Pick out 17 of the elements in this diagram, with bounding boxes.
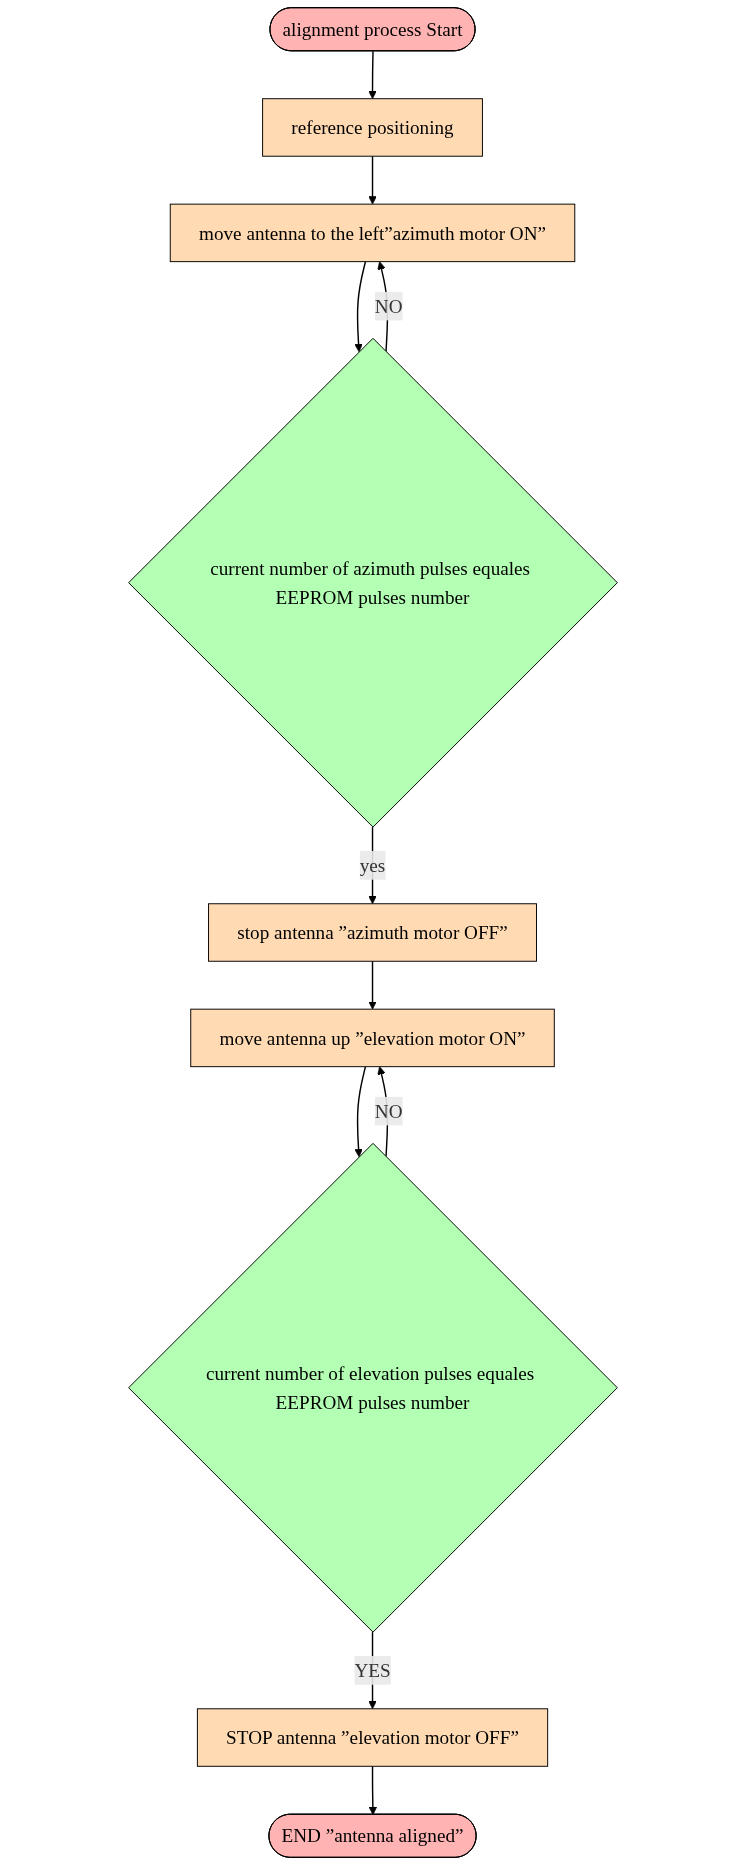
edge-label: YES	[353, 1659, 391, 1681]
arrow	[367, 155, 377, 205]
arrow	[353, 1065, 366, 1158]
node-diamond: current number of azimuth pulses equales EEPROM pulses number	[127, 337, 618, 828]
arrow	[368, 1765, 377, 1816]
node-box: move antenna to the left”azimuth motor ON”	[169, 203, 575, 263]
node-box: move antenna up ”elevation motor ON”	[189, 1008, 555, 1068]
node-box: stop antenna ”azimuth motor OFF”	[207, 903, 537, 962]
edge-label: yes	[359, 854, 385, 876]
arrow	[367, 960, 377, 1010]
arrow	[353, 260, 366, 353]
edge-label: NO	[374, 1100, 403, 1122]
arrow	[367, 50, 377, 100]
node-box: STOP antenna ”elevation motor OFF”	[196, 1708, 548, 1767]
node-diamond: current number of elevation pulses equales EEPROM pulses number	[127, 1142, 618, 1633]
node-box: reference positioning	[261, 98, 483, 157]
edge-label: NO	[374, 295, 403, 317]
